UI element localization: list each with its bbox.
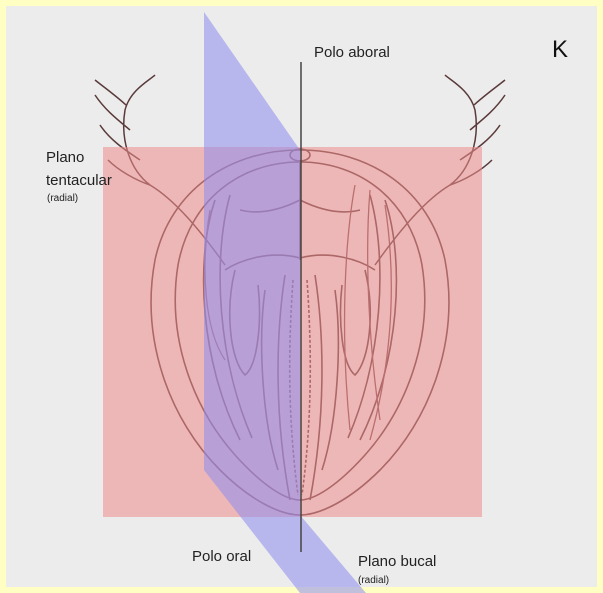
label-polo-aboral: Polo aboral [314,44,390,61]
label-plano-tentacular-2: tentacular [46,172,112,189]
label-plano-tentacular-sub: (radial) [47,193,78,205]
label-plano-bucal: Plano bucal [358,553,436,570]
label-plano-bucal-sub: (radial) [358,575,389,587]
label-plano-tentacular-1: Plano [46,149,84,166]
label-polo-oral: Polo oral [192,548,251,565]
figure-letter: K [552,37,568,63]
